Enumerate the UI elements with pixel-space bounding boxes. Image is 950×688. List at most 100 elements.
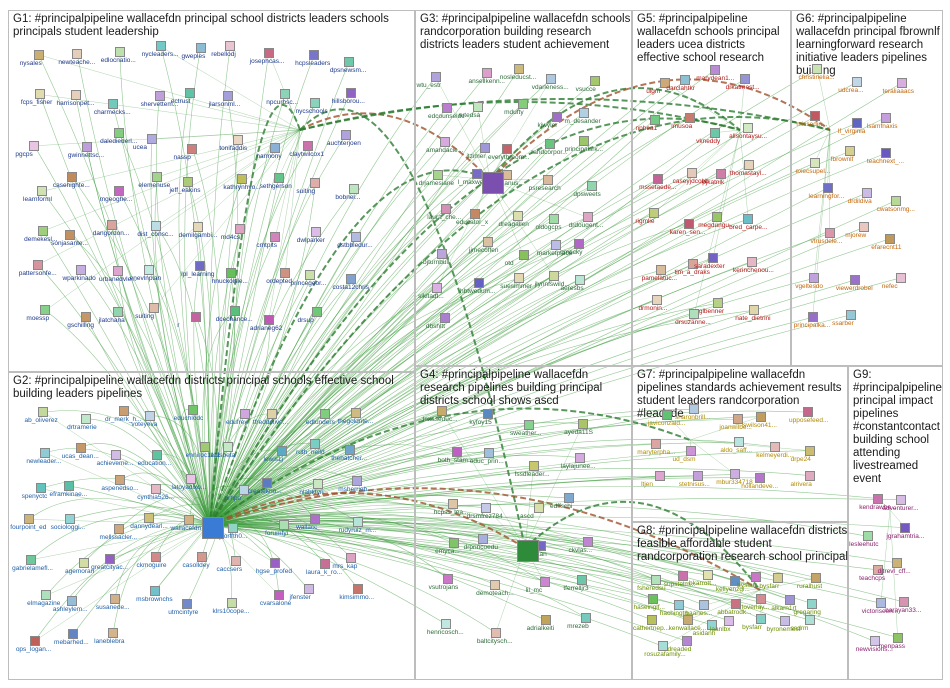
avatar-icon xyxy=(447,498,458,509)
hub-avatar-icon xyxy=(202,517,224,539)
avatar-icon xyxy=(270,231,281,242)
avatar-icon xyxy=(35,483,46,494)
node-label: pamelatuc... xyxy=(641,275,678,283)
group-title-g5: G5: #principalpipeline wallacefdn school… xyxy=(637,13,780,64)
node-label: marketplace xyxy=(536,250,573,258)
node-label: vkneddy xyxy=(696,137,721,145)
edge xyxy=(118,132,211,526)
node-label: newleader... xyxy=(26,457,62,465)
node-label: emyca... xyxy=(435,548,460,556)
edge-cross-group xyxy=(299,101,741,131)
avatar-icon xyxy=(807,598,818,609)
edge xyxy=(209,152,886,526)
edge-cross-group xyxy=(209,169,491,526)
avatar-icon xyxy=(749,305,760,316)
edge xyxy=(46,524,211,596)
avatar-icon xyxy=(349,184,360,195)
node-label: hcpsleaders xyxy=(295,59,331,67)
group-title-g4: G4: #principalpipeline wallacefdn resear… xyxy=(420,369,603,407)
edge xyxy=(69,235,211,526)
node-label: ltjen xyxy=(641,481,654,489)
avatar-icon xyxy=(900,522,911,533)
node-label: drpe24 xyxy=(790,455,811,463)
node-label: casolldey xyxy=(182,562,210,570)
node-label: princegeor... xyxy=(290,280,327,288)
node-label: kathrynhyo... xyxy=(223,183,261,191)
avatar-icon xyxy=(785,594,796,605)
avatar-icon xyxy=(76,265,87,276)
node-label: bysfarr xyxy=(759,582,780,590)
avatar-icon xyxy=(149,302,160,313)
node-label: nysales xyxy=(19,59,42,67)
edge xyxy=(209,269,661,526)
avatar-icon xyxy=(191,311,202,322)
edge xyxy=(193,266,211,526)
node-label: elmagazine xyxy=(27,600,61,608)
avatar-icon xyxy=(685,112,696,123)
node-label: costa12chris xyxy=(332,284,369,292)
node-label: fcps_fisher xyxy=(20,99,53,107)
edge xyxy=(209,81,595,526)
node-label: darclahtkr xyxy=(666,85,695,93)
node-label: dpsnewsm... xyxy=(329,67,367,75)
node-label: baltcitysch... xyxy=(476,637,513,645)
avatar-icon xyxy=(182,598,193,609)
avatar-icon xyxy=(574,239,585,250)
node-label: drtramerie xyxy=(67,423,97,431)
avatar-icon xyxy=(822,183,833,194)
edge xyxy=(209,467,810,526)
edge xyxy=(34,524,211,642)
node-label: cathertnep... xyxy=(632,624,670,632)
node-label: bkarrott... xyxy=(688,580,717,588)
edge xyxy=(209,208,447,526)
node-label: md4cs xyxy=(220,233,241,241)
edge xyxy=(209,245,556,526)
avatar-icon xyxy=(40,305,51,316)
edge xyxy=(45,129,301,311)
node-label: nycleaders... xyxy=(141,51,179,59)
node-label: ascd xyxy=(520,512,534,520)
node-label: jeff_eakins xyxy=(169,187,201,195)
avatar-icon xyxy=(578,136,589,147)
node-label: jgrahamtria... xyxy=(886,532,925,540)
avatar-icon xyxy=(545,74,556,85)
group-panel-g7: G7: #principalpipeline wallacefdn pipeli… xyxy=(632,366,848,522)
avatar-icon xyxy=(146,134,157,145)
edge xyxy=(85,317,211,526)
node-label: rosuzafamily... xyxy=(644,651,686,659)
edge xyxy=(188,182,214,526)
node-label: kelmeyerdi... xyxy=(756,451,794,459)
avatar-icon xyxy=(534,502,545,513)
node-label: tmcmanus... xyxy=(488,179,524,187)
avatar-icon xyxy=(118,406,129,417)
edge xyxy=(43,410,211,526)
avatar-icon xyxy=(227,522,238,533)
node-label: drmonin... xyxy=(638,305,668,313)
node-label: mrs_kap xyxy=(332,563,358,571)
avatar-icon xyxy=(473,278,484,289)
node-label: harrisonpet... xyxy=(56,99,95,107)
node-label: thegoldnte... xyxy=(337,418,374,426)
node-label: hgse_profed xyxy=(255,567,292,575)
avatar-icon xyxy=(471,168,482,179)
edge xyxy=(495,547,526,633)
avatar-icon xyxy=(432,282,443,293)
node-label: maryterpha... xyxy=(637,448,676,456)
node-label: adrianeg62 xyxy=(249,325,283,333)
avatar-icon xyxy=(649,208,660,219)
edge xyxy=(39,94,301,131)
edge xyxy=(209,216,718,526)
node-label: drsup xyxy=(297,317,314,325)
edge xyxy=(209,465,534,526)
node-label: allsontaysu... xyxy=(729,133,768,141)
node-label: ud_dsm xyxy=(672,456,696,464)
edge xyxy=(202,310,235,526)
group-panel-g6: G6: #principalpipeline wallacefdn princi… xyxy=(791,10,943,366)
avatar-icon xyxy=(185,473,196,484)
group-panel-g3: G3: #principalpipeline wallacefdn school… xyxy=(415,10,632,366)
node-label: everythroom... xyxy=(487,153,530,161)
avatar-icon xyxy=(152,172,163,183)
avatar-icon xyxy=(430,71,441,82)
edge xyxy=(209,524,496,634)
group-panel-g1: G1: #principalpipeline wallacefdn princi… xyxy=(8,10,415,372)
